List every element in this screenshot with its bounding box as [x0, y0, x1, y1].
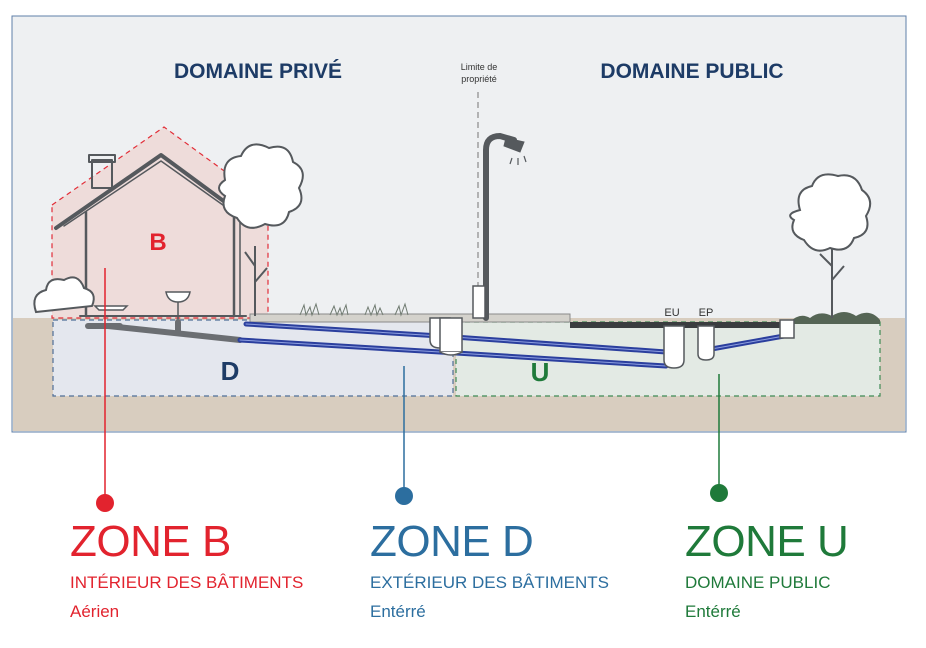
legend-zone-u-type: Entérré: [685, 602, 741, 621]
zone-d-dot: [395, 487, 413, 505]
legend-zone-d-title: ZONE D: [370, 517, 534, 566]
legend-zone-u-description: DOMAINE PUBLIC: [685, 573, 831, 592]
road: [570, 322, 786, 328]
legend-zone-b-title: ZONE B: [70, 517, 231, 566]
tree-private: [218, 143, 304, 316]
domaine-public-heading: DOMAINE PUBLIC: [600, 60, 783, 83]
pipe-ep-label: EP: [699, 307, 714, 319]
grass: [299, 302, 409, 317]
property-limit-label-line2: propriété: [461, 74, 497, 84]
sink-icon: [93, 291, 191, 322]
property-limit-label-line1: Limite de: [461, 62, 498, 72]
pipe-eu-label: EU: [664, 307, 679, 319]
zone-u-dot: [710, 484, 728, 502]
manholes: [429, 317, 795, 369]
grass-public: [790, 312, 880, 324]
legend-zone-b-description: INTÉRIEUR DES BÂTIMENTS: [70, 573, 304, 592]
domaine-prive-heading: DOMAINE PRIVÉ: [174, 60, 342, 83]
legend-zone-b: ZONE B INTÉRIEUR DES BÂTIMENTS Aérien: [70, 518, 370, 623]
legend-zone-d: ZONE D EXTÉRIEUR DES BÂTIMENTS Entérré: [370, 518, 670, 623]
tree-public: [789, 173, 872, 318]
house: [54, 153, 254, 318]
zone-u-letter: U: [531, 357, 550, 387]
zone-b-dot: [96, 494, 114, 512]
zone-d-letter: D: [221, 356, 240, 386]
legend-zone-u: ZONE U DOMAINE PUBLIC Entérré: [685, 518, 926, 623]
zone-b-letter: B: [149, 229, 166, 256]
legend-zone-d-type: Entérré: [370, 602, 426, 621]
sidewalk: [249, 313, 571, 323]
shrub: [33, 276, 95, 314]
street-lamp: [472, 132, 527, 321]
legend-zone-d-description: EXTÉRIEUR DES BÂTIMENTS: [370, 573, 609, 592]
legend-zone-u-title: ZONE U: [685, 517, 849, 566]
legend-zone-b-type: Aérien: [70, 602, 120, 621]
